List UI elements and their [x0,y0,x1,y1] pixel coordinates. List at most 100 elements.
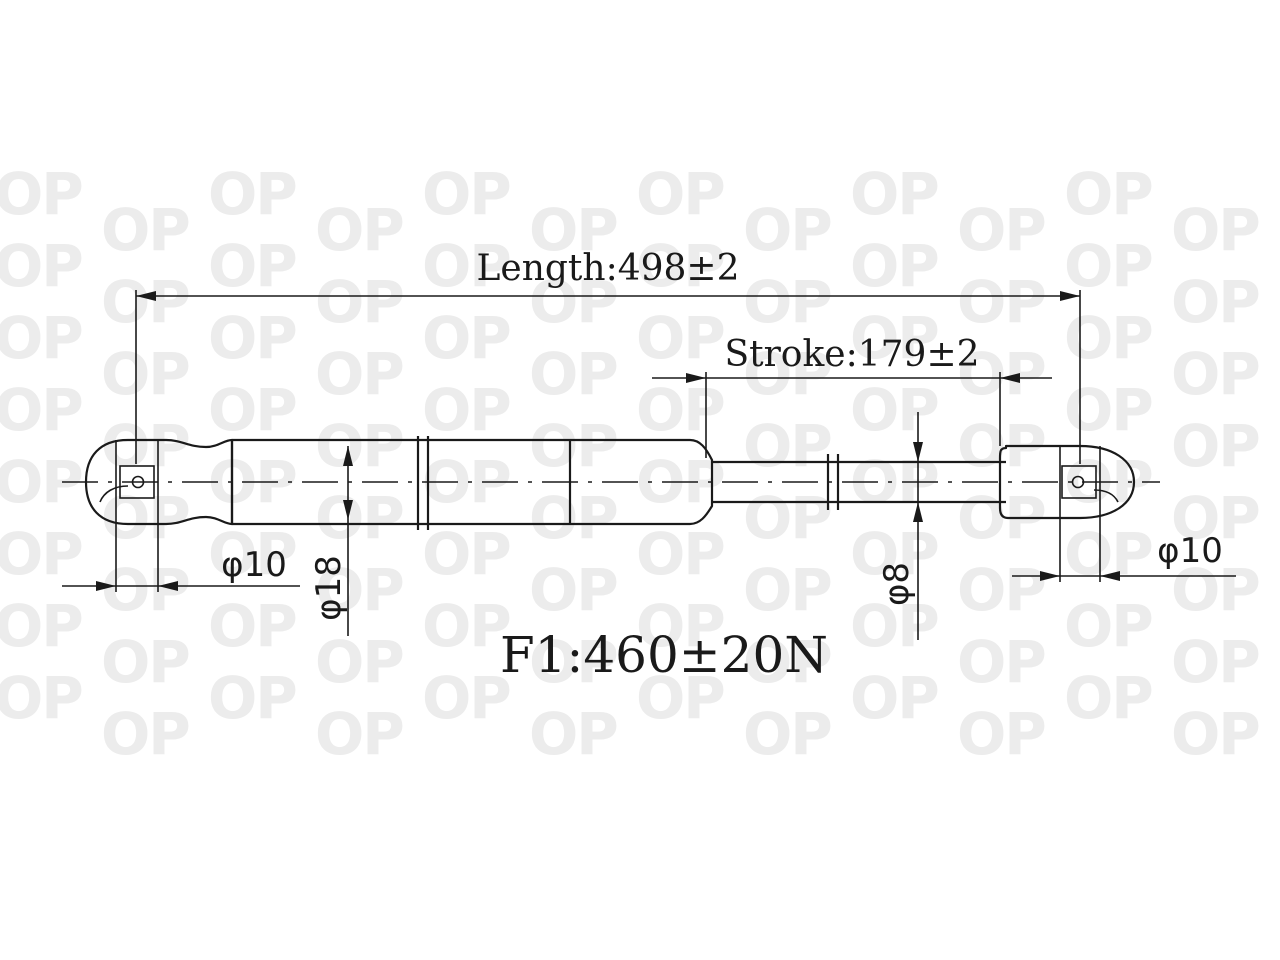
watermark-logo: OP [743,412,831,480]
watermark-logo: OP [1171,340,1259,408]
watermark-logo: OP [957,700,1045,768]
rod-arrow-top [913,442,923,462]
length-arrow-right [1060,291,1080,301]
watermark-logo: OP [743,484,831,552]
watermark-logo: OP [850,664,938,732]
watermark-logo: OP [0,592,82,660]
body-arrow-top [343,446,353,466]
watermark-logo: OP [957,268,1045,336]
watermark-logo: OP [315,700,403,768]
watermark-logo: OP [101,340,189,408]
force-label: F1:460±20N [500,626,828,684]
body-arrow-bottom [343,500,353,520]
watermark-logo: OP [1278,448,1280,516]
dimension-lines [62,290,1236,640]
watermark-logo: OP [957,556,1045,624]
watermark-logo: OP [315,412,403,480]
watermark-logo: OP [101,700,189,768]
watermark-logo: OP [0,664,82,732]
watermark-logo: OP [957,340,1045,408]
watermark-logo: OP [422,664,510,732]
watermark-logo: OP [636,520,724,588]
left-eye-arrow-left [96,581,116,591]
rod-diameter-label: φ8 [877,562,917,606]
watermark-logo: OP [1171,484,1259,552]
watermark-logo: OP [1171,412,1259,480]
watermark-logo: OP [0,160,82,228]
watermark-logo: OP [743,628,831,696]
watermark-logo: OP [1064,376,1152,444]
watermark-logo: OP [636,304,724,372]
rod-arrow-bottom [913,502,923,522]
cylinder-body [230,438,714,526]
right-eye-arrow-left [1040,571,1060,581]
watermark-logo: OP [422,376,510,444]
watermark-logo: OP [315,628,403,696]
watermark-logo: OP [315,484,403,552]
watermark-logo: OP [743,196,831,264]
stroke-arrow-right [1000,373,1020,383]
watermark-logo: OP [743,556,831,624]
watermark-logo: OP [850,376,938,444]
watermark-logo: OP [743,268,831,336]
watermark-logo: OP [101,412,189,480]
watermark-logo: OP [1278,232,1280,300]
watermark-logo: OP [1278,304,1280,372]
watermark-logo: OP [529,412,617,480]
watermark-logo: OP [636,160,724,228]
watermark-logo: OP [1064,592,1152,660]
length-arrow-left [136,291,156,301]
watermark-logo: OP [957,196,1045,264]
watermark-logo: OP [1064,664,1152,732]
left-eye-diameter-label: φ10 [221,545,287,585]
watermark-logo: OP [529,484,617,552]
right-fitting-chamfer [1093,489,1119,503]
watermark-logo: OP [1278,664,1280,732]
watermark-logo: OP [529,700,617,768]
watermark-logo: OP [529,556,617,624]
right-eye-arrow-right [1100,571,1120,581]
watermark-logo: OP [636,592,724,660]
watermark-logo: OP [529,340,617,408]
watermark-logo: OP [743,340,831,408]
watermark-logo: OP [1171,196,1259,264]
watermark-logo: OP [0,232,82,300]
watermark-logo: OP [0,376,82,444]
watermark-logo: OP [1171,268,1259,336]
watermark-logo: OP [1064,304,1152,372]
watermark-logo: OP [315,196,403,264]
watermark-logo: OP [636,232,724,300]
watermark-logo: OP [208,232,296,300]
length-label: Length:498±2 [476,248,739,289]
watermark-logo: OP [1278,520,1280,588]
watermark-logo: OP [208,520,296,588]
watermark-logo: OP [315,340,403,408]
piston-rod [712,460,1006,504]
watermark-logo: OP [1064,160,1152,228]
watermark-logo: OP [850,232,938,300]
watermark-logo: OP [743,700,831,768]
watermark-logo: OP [529,196,617,264]
stroke-label: Stroke:179±2 [724,334,979,375]
watermark-logo: OP [422,520,510,588]
watermark-logo: OP [101,628,189,696]
watermark-logo: OP [0,520,82,588]
watermark-logo: OP [850,160,938,228]
watermark-logo: OP [101,268,189,336]
watermark-logo: OP [1278,160,1280,228]
watermark-logo: OP [636,664,724,732]
watermark-logo: OP [208,664,296,732]
watermark-logo: OP [1171,700,1259,768]
watermark-logo: OP [1278,376,1280,444]
watermark-logo: OP [957,628,1045,696]
watermark-logo: OP [208,592,296,660]
watermark-logo: OP [529,268,617,336]
watermark-logo: OP [208,376,296,444]
watermark-logo: OP [1278,592,1280,660]
right-eye-diameter-label: φ10 [1157,531,1223,571]
watermark-logo: OP [208,160,296,228]
watermark-logo: OP [1171,556,1259,624]
watermark-logo: OP [208,304,296,372]
